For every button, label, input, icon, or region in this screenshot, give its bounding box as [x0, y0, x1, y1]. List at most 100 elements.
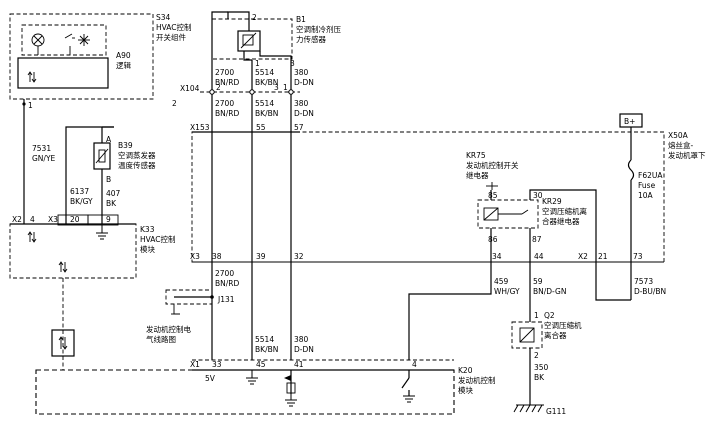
x104-pin-2: 2 [216, 83, 221, 92]
data-link-box [51, 329, 75, 357]
kr29-name-line1: 空调压缩机离 [542, 206, 587, 216]
k33-outline [9, 223, 137, 279]
x3-left-pin-9: 9 [106, 215, 111, 224]
x104-pin-3: 3 [274, 83, 279, 92]
k20-name-line2: 模块 [458, 385, 473, 395]
fuse-f62ua: F62UA Fuse 10A [627, 159, 663, 300]
a90-name: 逻辑 [116, 60, 131, 70]
wire-59-circuit: 59 [533, 277, 543, 286]
g111-code: G111 [546, 407, 566, 416]
wire-5514-color-c: BK/BN [255, 345, 278, 354]
j131-code: J131 [217, 295, 235, 304]
wire-380 [259, 51, 292, 360]
q2-name-line1: 空调压缩机 [544, 320, 582, 330]
wire-2700-circuit-a: 2700 [215, 68, 234, 77]
b39-pin-b: B [106, 175, 111, 184]
kr75-pin-85: 85 [488, 191, 498, 200]
battery-positive: B+ [619, 113, 643, 160]
s34-outline [9, 13, 154, 100]
misc-number-2: 2 [172, 99, 177, 108]
wire-2700-color-a: BN/RD [215, 78, 239, 87]
k33-module: X2 4 X3 20 9 K33 HVAC控制 模块 [9, 214, 176, 279]
fuse-code: F62UA [638, 171, 663, 180]
x2-left-code: X2 [12, 215, 22, 224]
wire-380-color-c: D-DN [294, 345, 314, 354]
b1-name-line1: 空调制冷剂压 [296, 24, 341, 34]
fuse-icon [627, 159, 635, 181]
s34-name-line2: 开关组件 [156, 32, 186, 42]
wire-6137-color: BK/GY [70, 197, 93, 206]
x1-bottom-pin-33: 33 [212, 360, 222, 369]
x2-right-code: X2 [578, 252, 588, 261]
k20-5v-label: 5V [205, 374, 216, 383]
a90-logic-box [17, 57, 109, 89]
j131-splice: J131 发动机控制电 气线路图 [146, 289, 235, 344]
bidirectional-arrow-icon [58, 336, 68, 350]
wire-459-color: WH/GY [494, 287, 520, 296]
wire-380-circuit-a: 380 [294, 68, 309, 77]
chassis-ground-icon [513, 404, 544, 413]
kr75-name-line2: 继电器 [466, 170, 489, 180]
kr75-arrow-icon [486, 182, 498, 190]
kr29-relay: 85 30 86 87 KR29 空调压缩机离 合器继电器 [477, 189, 631, 301]
k33-name-line2: 模块 [140, 244, 155, 254]
q2-compressor-clutch: 1 2 Q2 空调压缩机 离合器 [511, 311, 582, 405]
wire-5514-color-b: BK/BN [255, 109, 278, 118]
s34-pin-1: 1 [28, 101, 33, 110]
x2-right-pin-73: 73 [633, 252, 643, 261]
x50a-code: X50A [668, 131, 689, 140]
x3-bottom-pin-44: 44 [534, 252, 544, 261]
x3-left-code: X3 [48, 215, 58, 224]
wire-2700-circuit-c: 2700 [215, 269, 234, 278]
x50a-outline [191, 131, 665, 263]
q2-pin-1: 1 [534, 311, 539, 320]
x1-bottom-code: X1 [190, 360, 200, 369]
s34-code: S34 [156, 13, 171, 22]
ground-icon [285, 394, 297, 407]
x3-bottom-code: X3 [190, 252, 200, 261]
x104-code: X104 [180, 84, 200, 93]
q2-outline [511, 321, 543, 349]
x2-left-pin: 4 [30, 215, 35, 224]
x1-bottom-pin-41: 41 [294, 360, 304, 369]
x104-pin-1: 1 [283, 83, 288, 92]
wire-5514-color-a: BK/BN [255, 78, 278, 87]
s34-name-line1: HVAC控制 [156, 22, 192, 32]
indicator-lamp-icon [31, 33, 45, 47]
pressure-sensor-icon [240, 32, 257, 49]
clutch-coil-icon [519, 327, 535, 343]
k33-code: K33 [140, 225, 155, 234]
wire-59-color: BN/D-GN [533, 287, 566, 296]
ground-icon [246, 370, 258, 385]
q2-name-line2: 离合器 [544, 330, 567, 340]
k20-outline [35, 369, 455, 415]
b1-pin-1: 1 [255, 59, 260, 68]
wire-380-circuit-c: 380 [294, 335, 309, 344]
kr29-pin-30: 30 [533, 191, 543, 200]
wire-407-color: BK [106, 199, 117, 208]
kr29-name-line2: 合器继电器 [542, 216, 580, 226]
wire-6137-circuit: 6137 [70, 187, 89, 196]
fuse-word: Fuse [638, 181, 656, 190]
engine-ref-line2: 气线路图 [146, 334, 176, 344]
x1-top-pin-57: 57 [294, 123, 304, 132]
x1-bottom-pin-45: 45 [256, 360, 266, 369]
b1-pin-2: 2 [252, 13, 257, 22]
x1-bottom-pin-4: 4 [412, 360, 417, 369]
x3-bottom-pin-38: 38 [212, 252, 222, 261]
engine-ref-line1: 发动机控制电 [146, 324, 191, 334]
x3-bottom-pin-32: 32 [294, 252, 304, 261]
kr75-pin-86: 86 [488, 235, 498, 244]
k20-name-line1: 发动机控制 [458, 375, 496, 385]
battery-label: B+ [624, 117, 635, 126]
b39-name-line2: 温度传感器 [118, 160, 156, 170]
k20-code: K20 [458, 366, 473, 375]
wire-350-color: BK [534, 373, 545, 382]
ground-icon [403, 395, 415, 403]
b1-pin-3: 3 [290, 59, 295, 68]
wire-5514-circuit-c: 5514 [255, 335, 274, 344]
kr29-pin-87: 87 [532, 235, 542, 244]
b39-name-line1: 空调蒸发器 [118, 150, 156, 160]
bidirectional-arrow-icon [27, 231, 37, 243]
switch-contact-icon [64, 33, 75, 39]
